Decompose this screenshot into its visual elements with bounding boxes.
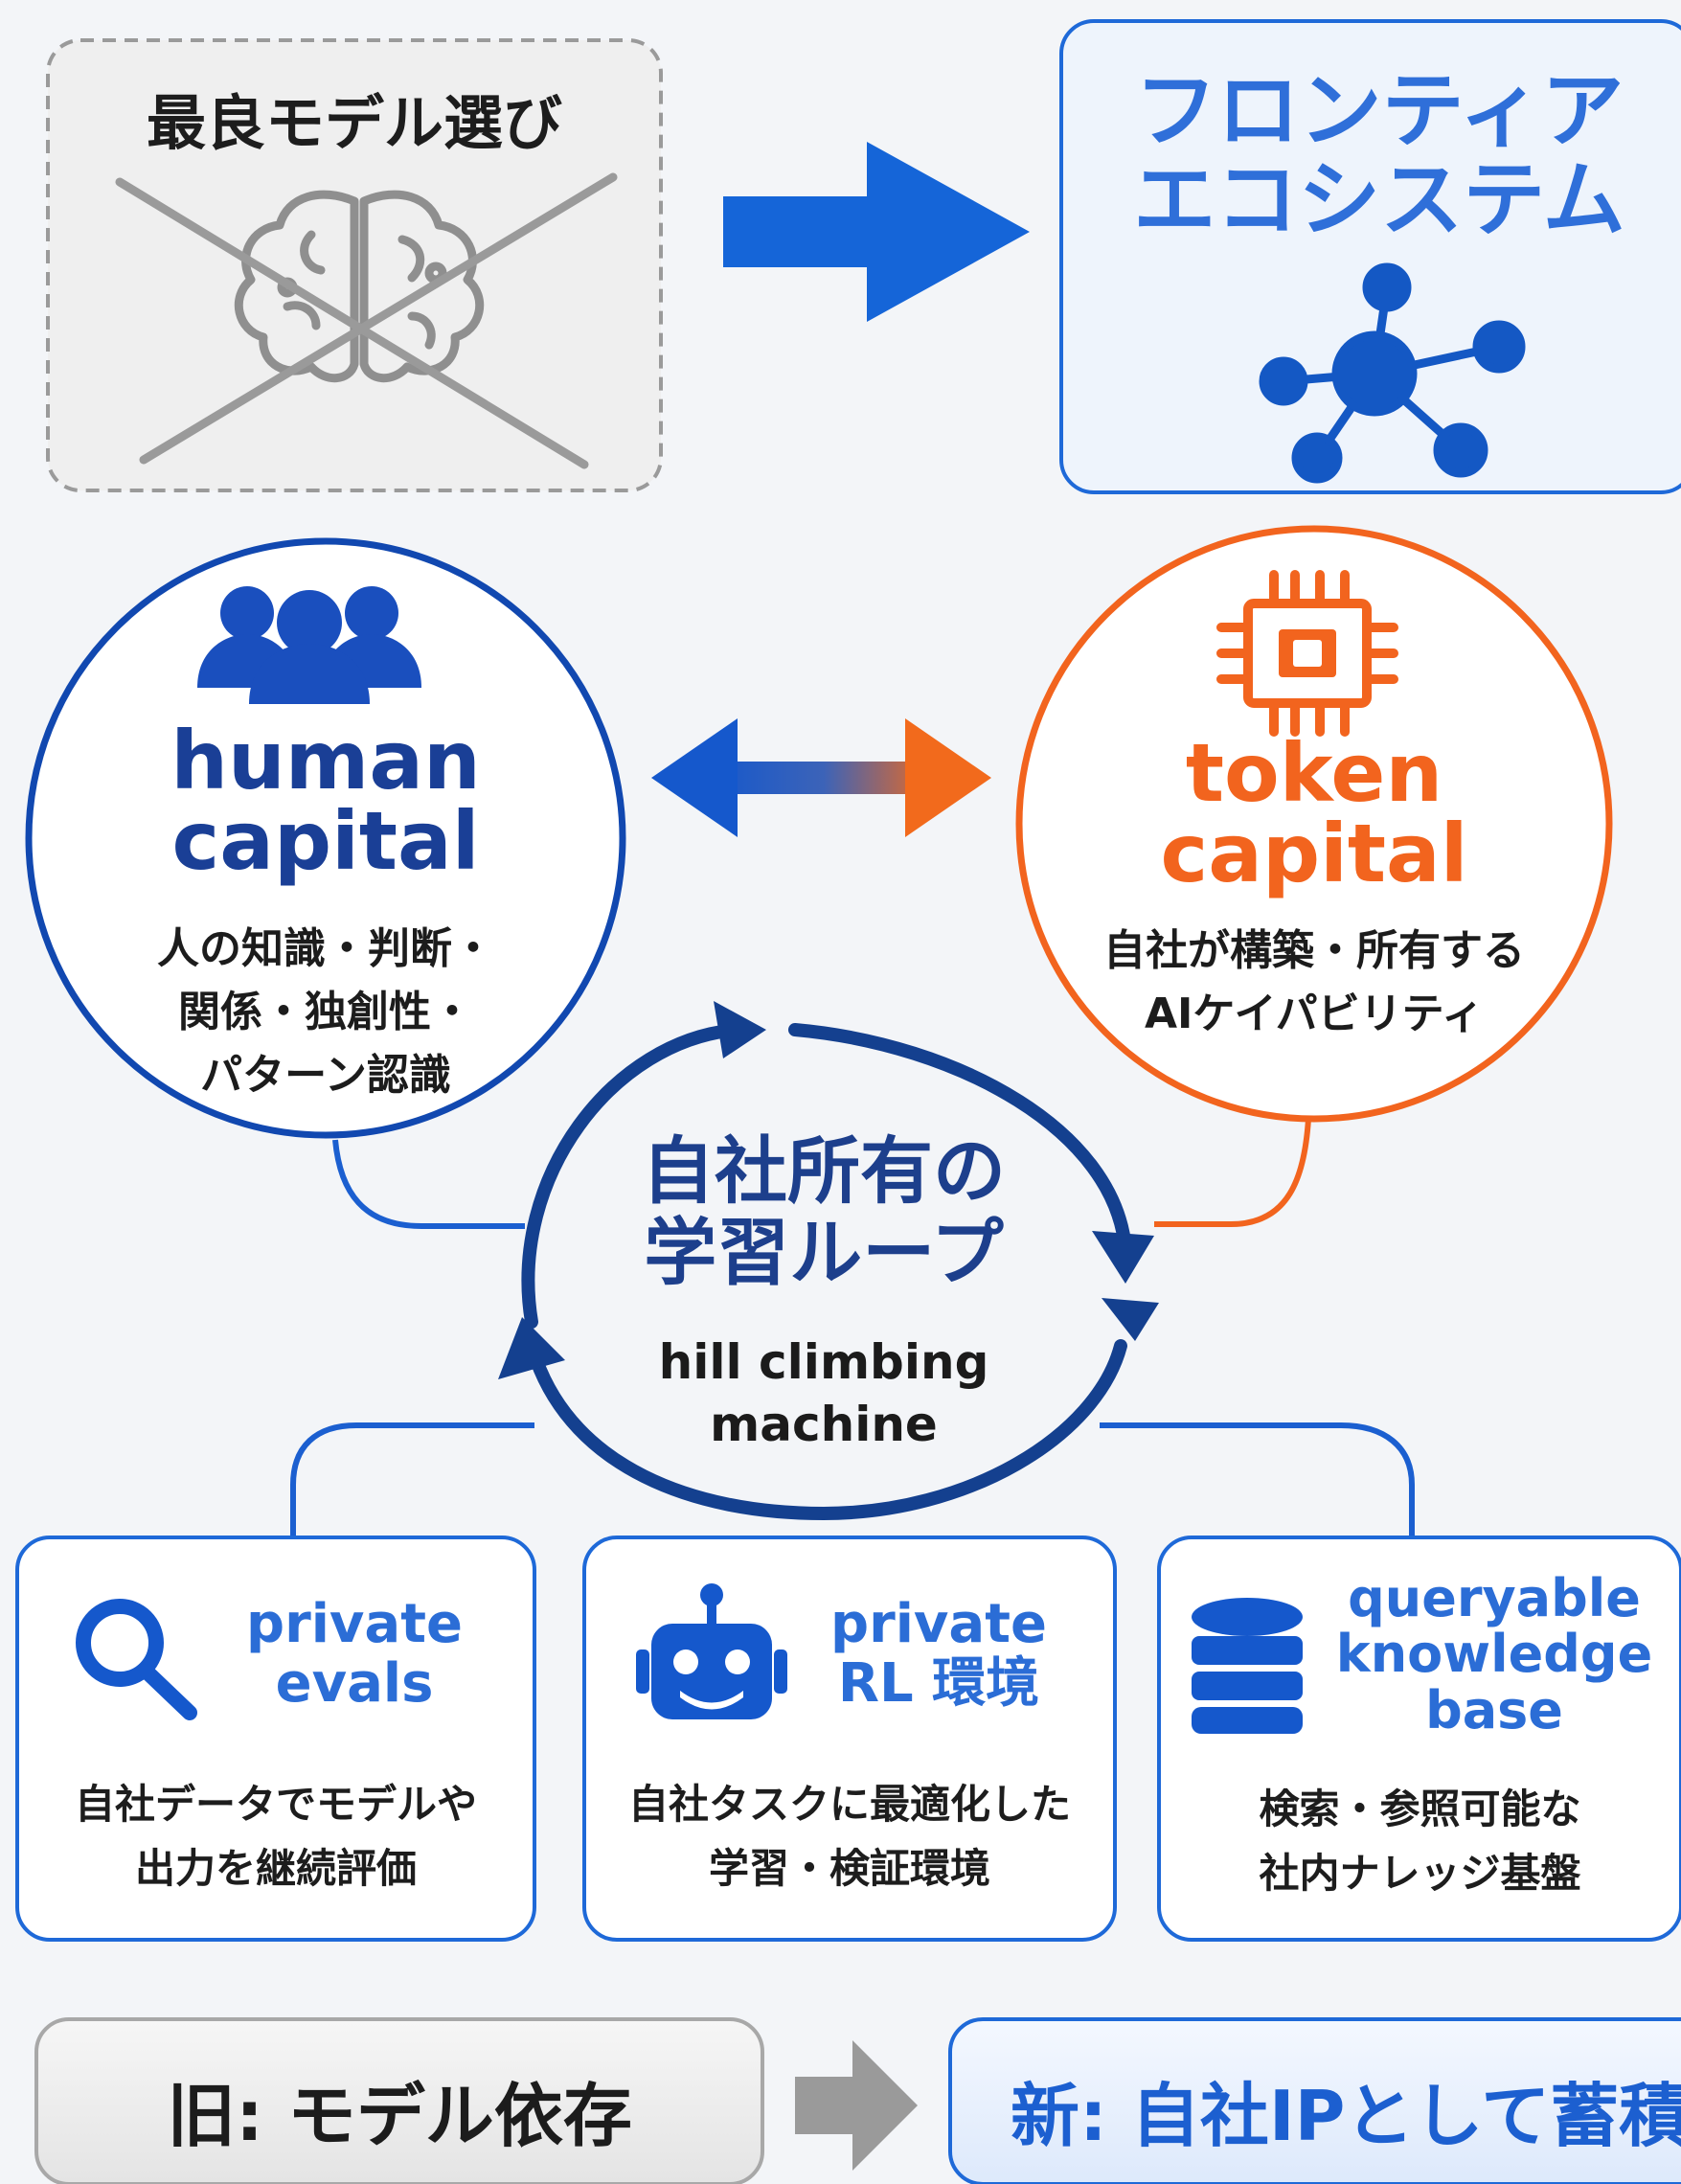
- card-evals-desc: 自社データでモデルや 出力を継続評価: [19, 1772, 533, 1900]
- cross-out-mark: [115, 172, 618, 469]
- human-desc-line: 関係・独創性・: [178, 988, 473, 1036]
- search-icon: [76, 1599, 197, 1720]
- card-rl-desc: 自社タスクに最適化した 学習・検証環境: [586, 1772, 1113, 1900]
- old-approach-label: 最良モデル選び: [146, 88, 562, 158]
- card-desc-line: 検索・参照可能な: [1259, 1786, 1581, 1832]
- human-connector: [332, 1139, 525, 1229]
- card-kb-title: queryable knowledge base: [1322, 1568, 1667, 1740]
- frontier-title: フロンティア エコシステム: [1063, 67, 1681, 245]
- loop-arrowheads: [498, 1001, 1159, 1379]
- arrow-right-icon: [723, 142, 1030, 322]
- human-capital-title: human capital: [29, 720, 623, 881]
- human-title-line1: human: [170, 714, 481, 808]
- robot-icon: [636, 1583, 787, 1719]
- gray-arrow-icon: [795, 2040, 918, 2171]
- people-icon: [197, 586, 421, 704]
- card-title-line: queryable: [1348, 1568, 1641, 1628]
- token-capital-title: token capital: [1019, 733, 1609, 894]
- human-capital-desc: 人の知識・判断・ 関係・独創性・ パターン認識: [29, 918, 623, 1107]
- token-title-line2: capital: [1160, 807, 1468, 900]
- chip-icon: [1216, 570, 1398, 737]
- card-title-line: evals: [275, 1651, 434, 1715]
- token-capital-desc: 自社が構築・所有する AIケイパビリティ: [1019, 920, 1609, 1046]
- card-title-line: private: [830, 1593, 1047, 1655]
- old-ip-box: [34, 2017, 764, 2184]
- cards-connector-right: [1100, 1422, 1415, 1540]
- human-capital-circle: [25, 537, 626, 1139]
- token-connector: [1154, 1118, 1311, 1227]
- frontier-box: [1059, 19, 1681, 494]
- card-title-line: base: [1425, 1679, 1563, 1740]
- human-desc-line: 人の知識・判断・: [157, 924, 494, 973]
- loop-sub-line1: hill climbing: [658, 1334, 989, 1390]
- card-desc-line: 自社データでモデルや: [74, 1781, 477, 1828]
- old-ip-label: 旧: モデル依存: [167, 2076, 632, 2156]
- token-title-line1: token: [1185, 726, 1443, 820]
- card-desc-line: 出力を継続評価: [134, 1845, 417, 1893]
- card-evals-title: private evals: [211, 1595, 498, 1713]
- loop-title: 自社所有の 学習ループ: [536, 1130, 1111, 1293]
- loop-subtitle: hill climbing machine: [536, 1331, 1111, 1456]
- network-icon: [1259, 262, 1526, 484]
- new-ip-box: [948, 2017, 1681, 2184]
- loop-title-line1: 自社所有の: [642, 1128, 1006, 1214]
- card-desc-line: 自社タスクに最適化した: [627, 1781, 1071, 1828]
- token-capital-circle: [1015, 525, 1613, 1123]
- frontier-title-line1: フロンティア: [1134, 63, 1624, 159]
- card-title-line: private: [246, 1593, 463, 1655]
- card-private-evals: [15, 1536, 536, 1942]
- token-desc-line: AIケイパビリティ: [1144, 990, 1485, 1038]
- frontier-title-line2: エコシステム: [1133, 151, 1625, 248]
- card-desc-line: 社内ナレッジ基盤: [1259, 1850, 1581, 1898]
- human-title-line2: capital: [171, 794, 480, 888]
- card-title-line: knowledge: [1335, 1624, 1653, 1685]
- loop-sub-line2: machine: [710, 1397, 938, 1452]
- double-arrow-icon: [651, 718, 991, 837]
- database-icon: [1192, 1598, 1303, 1734]
- new-ip-label: 新: 自社IPとして蓄積: [1011, 2076, 1681, 2156]
- cards-connector-left: [290, 1422, 534, 1540]
- human-desc-line: パターン認識: [200, 1051, 451, 1100]
- card-title-line: RL 環境: [837, 1651, 1040, 1715]
- token-desc-line: 自社が構築・所有する: [1103, 926, 1525, 975]
- card-kb-desc: 検索・参照可能な 社内ナレッジ基盤: [1161, 1777, 1679, 1905]
- loop-cycle: [521, 1023, 1132, 1521]
- card-desc-line: 学習・検証環境: [708, 1845, 990, 1893]
- loop-title-line2: 学習ループ: [644, 1210, 1004, 1296]
- card-rl-title: private RL 環境: [795, 1595, 1082, 1713]
